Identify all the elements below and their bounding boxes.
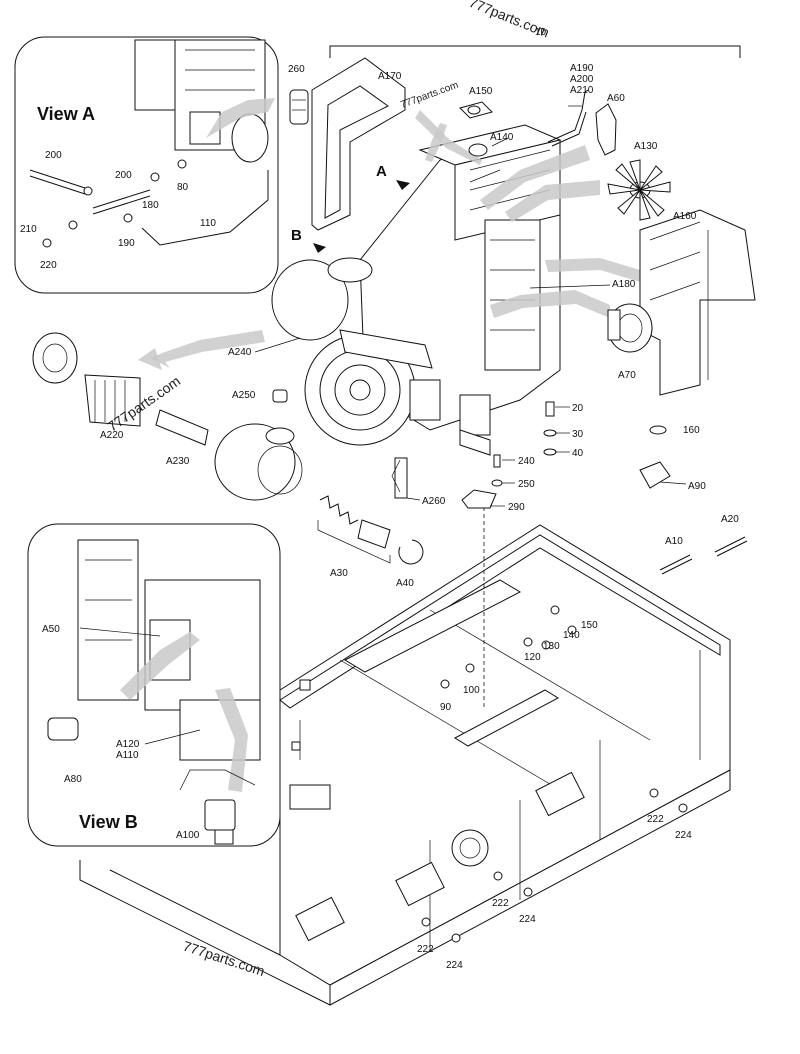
- label-250: 250: [518, 479, 535, 490]
- label-a230: A230: [166, 456, 190, 467]
- view-a-inset: [14, 36, 279, 294]
- label-a220: A220: [100, 430, 124, 441]
- label-290: 290: [508, 502, 525, 513]
- label-a90: A90: [688, 481, 706, 492]
- label-a70: A70: [618, 370, 636, 381]
- view-b-marker: B: [291, 227, 302, 244]
- label-a110: A110: [116, 750, 139, 761]
- label-222-right: 222: [647, 814, 664, 825]
- bracket-10: [329, 45, 741, 58]
- label-140: 140: [563, 630, 580, 641]
- label-200-center: 200: [115, 170, 132, 181]
- label-a150: A150: [469, 86, 493, 97]
- hardware-parts: [391, 401, 748, 575]
- frame-bolts: [421, 605, 688, 943]
- label-222-center: 222: [492, 898, 509, 909]
- label-210: 210: [20, 224, 37, 235]
- label-a140: A140: [490, 132, 514, 143]
- label-240: 240: [518, 456, 535, 467]
- label-a20: A20: [721, 514, 739, 525]
- label-200-left: 200: [45, 150, 62, 161]
- label-222-left: 222: [417, 944, 434, 955]
- alternator-a70: [607, 303, 653, 353]
- label-40: 40: [572, 448, 584, 459]
- label-150: 150: [581, 620, 598, 631]
- view-a-title: View A: [37, 104, 95, 124]
- label-80: 80: [177, 182, 189, 193]
- label-a260: A260: [422, 496, 446, 507]
- watermark-small: 777parts.com: [399, 80, 460, 111]
- air-box-a160: [639, 209, 756, 396]
- label-90: 90: [440, 702, 452, 713]
- label-224-right: 224: [675, 830, 692, 841]
- view-a-pointer-icon: [396, 180, 410, 190]
- label-220: 220: [40, 260, 57, 271]
- spring-assembly-a30: [317, 495, 424, 565]
- view-a-marker: A: [376, 163, 387, 180]
- view-b-inset: [27, 523, 281, 847]
- label-a160: A160: [673, 211, 697, 222]
- filler-a140: [468, 143, 488, 157]
- label-224-center: 224: [519, 914, 536, 925]
- label-a40: A40: [396, 578, 414, 589]
- fan-a130: [607, 159, 671, 221]
- label-a30: A30: [330, 568, 348, 579]
- label-a240: A240: [228, 347, 252, 358]
- label-260: 260: [288, 64, 305, 75]
- air-cleaner-parts: [32, 332, 303, 501]
- filter-260: [289, 89, 309, 125]
- label-a210: A210: [570, 85, 594, 96]
- label-a50: A50: [42, 624, 60, 635]
- label-160: 160: [683, 425, 700, 436]
- part-labels: 10 20 30 40 80 90 100 110 120 130 140 15…: [20, 27, 739, 971]
- label-a10: A10: [665, 536, 683, 547]
- label-190: 190: [118, 238, 135, 249]
- label-224-left: 224: [446, 960, 463, 971]
- label-a190: A190: [570, 63, 594, 74]
- label-a60: A60: [607, 93, 625, 104]
- label-a120: A120: [116, 739, 140, 750]
- label-a200: A200: [570, 74, 594, 85]
- label-a80: A80: [64, 774, 82, 785]
- view-b-pointer-icon: [313, 243, 326, 253]
- belt-a60: [595, 103, 617, 156]
- label-180: 180: [142, 200, 159, 211]
- chassis-frame: [79, 524, 731, 1006]
- label-a250: A250: [232, 390, 256, 401]
- flow-arrows: [138, 110, 640, 370]
- label-30: 30: [572, 429, 584, 440]
- leader-lines: [79, 105, 687, 745]
- label-a130: A130: [634, 141, 658, 152]
- label-120: 120: [524, 652, 541, 663]
- view-b-title: View B: [79, 812, 138, 832]
- label-20: 20: [572, 403, 584, 414]
- label-10: 10: [535, 27, 547, 38]
- fan-shroud-a170: [311, 57, 406, 231]
- dipstick-a190: [547, 89, 589, 143]
- label-110: 110: [200, 218, 216, 229]
- watermark-bottom: 777parts.com: [181, 938, 267, 979]
- label-a170: A170: [378, 71, 402, 82]
- label-100: 100: [463, 685, 480, 696]
- label-a180: A180: [612, 279, 636, 290]
- label-130: 130: [543, 641, 560, 652]
- label-a100: A100: [176, 830, 200, 841]
